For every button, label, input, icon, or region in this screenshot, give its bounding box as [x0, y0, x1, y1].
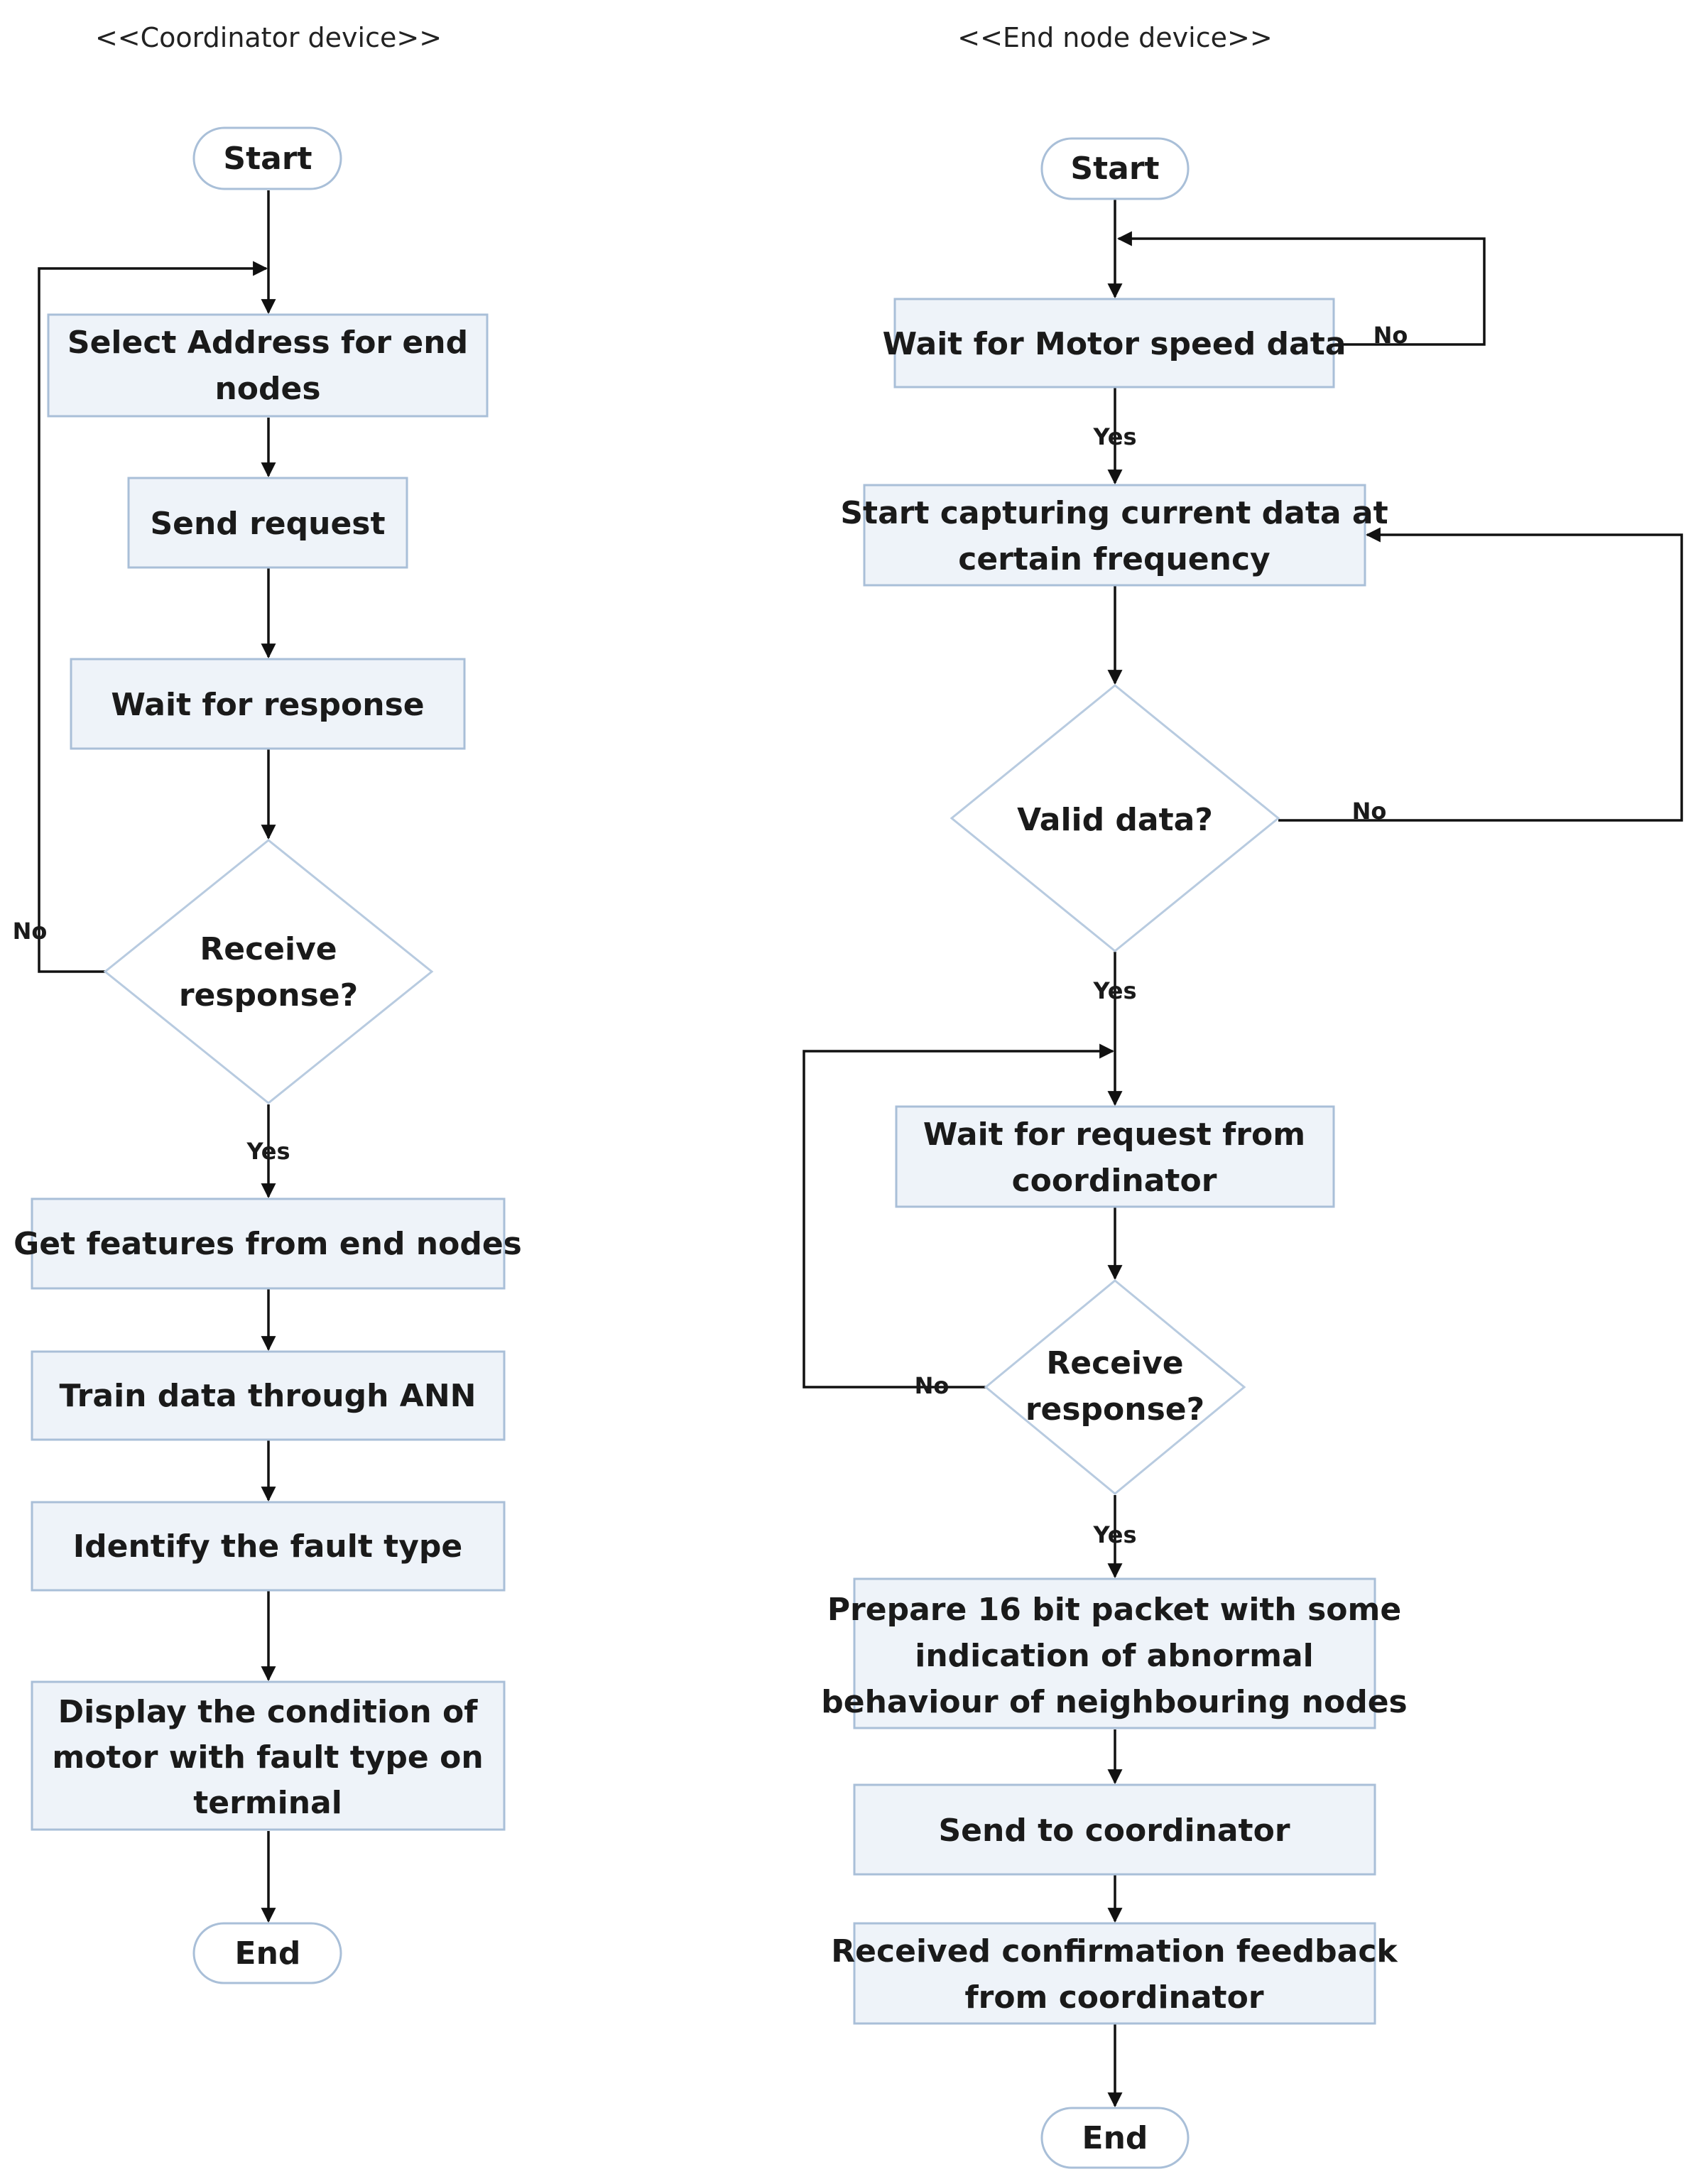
end-node-lane-title: <<End node device>>: [957, 22, 1272, 53]
coordinator-receive-line2: response?: [179, 977, 358, 1014]
start-capturing-box: [863, 484, 1366, 587]
identify-fault-box: [31, 1501, 506, 1592]
wait-request-box: [895, 1105, 1335, 1208]
coordinator-flow: Start Select Address for end nodes Send …: [13, 126, 522, 1984]
identify-fault-label: Identify the fault type: [73, 1528, 462, 1565]
prepare-packet-line2: indication of abnormal: [915, 1638, 1314, 1674]
end-node-start-terminal: [1040, 137, 1190, 200]
end-node-receive-line1: Receive: [1046, 1345, 1183, 1381]
edge-motor-no-loop: [1116, 231, 1486, 346]
coordinator-yes-label: Yes: [246, 1138, 290, 1165]
display-condition-line1: Display the condition of: [58, 1694, 479, 1730]
end-node-end-terminal: [1040, 2107, 1190, 2169]
end-node-receive-line2: response?: [1025, 1391, 1204, 1428]
prepare-packet-line3: behaviour of neighbouring nodes: [821, 1684, 1408, 1720]
coordinator-start-label: Start: [223, 141, 312, 177]
valid-yes-label: Yes: [1093, 977, 1137, 1004]
wait-request-line1: Wait for request from: [923, 1117, 1305, 1153]
start-capturing-line1: Start capturing current data at: [840, 495, 1388, 531]
send-coordinator-label: Send to coordinator: [938, 1813, 1290, 1849]
start-capturing-line2: certain frequency: [958, 541, 1271, 577]
edge-valid-no-loop: [1278, 527, 1683, 822]
select-address-line2: nodes: [214, 371, 320, 407]
coordinator-receive-line1: Receive: [200, 931, 337, 967]
train-data-box: [31, 1350, 506, 1441]
wait-motor-label: Wait for Motor speed data: [883, 326, 1346, 362]
received-confirmation-line2: from coordinator: [964, 1979, 1263, 2016]
valid-no-label: No: [1352, 798, 1387, 825]
edge-receive-no-loop: [802, 1043, 1115, 1389]
valid-data-label: Valid data?: [1017, 802, 1213, 838]
end-node-end-label: End: [1082, 2120, 1148, 2156]
display-condition-box: [31, 1680, 506, 1831]
send-coordinator-box: [853, 1783, 1376, 1876]
get-features-label: Get features from end nodes: [13, 1226, 522, 1262]
end-node-start-label: Start: [1070, 151, 1159, 187]
prepare-packet-box: [853, 1577, 1376, 1729]
send-request-label: Send request: [150, 506, 385, 542]
train-data-label: Train data through ANN: [60, 1378, 477, 1414]
coordinator-end-label: End: [235, 1935, 301, 1972]
wait-motor-box: [893, 298, 1335, 389]
coordinator-start-terminal: [192, 126, 342, 190]
receive-no-label: No: [915, 1372, 950, 1399]
wait-response-box: [70, 658, 466, 750]
received-confirmation-box: [853, 1922, 1376, 2025]
wait-response-label: Wait for response: [111, 687, 424, 723]
received-confirmation-line1: Received confirmation feedback: [831, 1933, 1398, 1970]
prepare-packet-line1: Prepare 16 bit packet with some: [827, 1592, 1401, 1628]
coordinator-end-terminal: [192, 1922, 342, 1984]
get-features-box: [31, 1197, 506, 1290]
select-address-box: [47, 313, 489, 418]
receive-yes-label: Yes: [1093, 1521, 1137, 1548]
end-node-receive-decision: [984, 1279, 1246, 1495]
end-node-flow: Start Wait for Motor speed data No Yes S…: [802, 137, 1683, 2169]
edge-no-loop-back: [38, 261, 268, 973]
send-request-box: [127, 477, 408, 569]
coordinator-no-label: No: [13, 918, 48, 945]
valid-data-decision: [950, 684, 1280, 952]
wait-request-line2: coordinator: [1012, 1163, 1217, 1199]
select-address-line1: Select Address for end: [67, 325, 468, 361]
motor-yes-label: Yes: [1093, 423, 1137, 450]
display-condition-line3: terminal: [193, 1785, 342, 1821]
coordinator-receive-decision: [103, 839, 434, 1104]
motor-no-label: No: [1373, 322, 1408, 349]
coordinator-lane-title: <<Coordinator device>>: [95, 22, 442, 53]
display-condition-line2: motor with fault type on: [52, 1739, 483, 1776]
